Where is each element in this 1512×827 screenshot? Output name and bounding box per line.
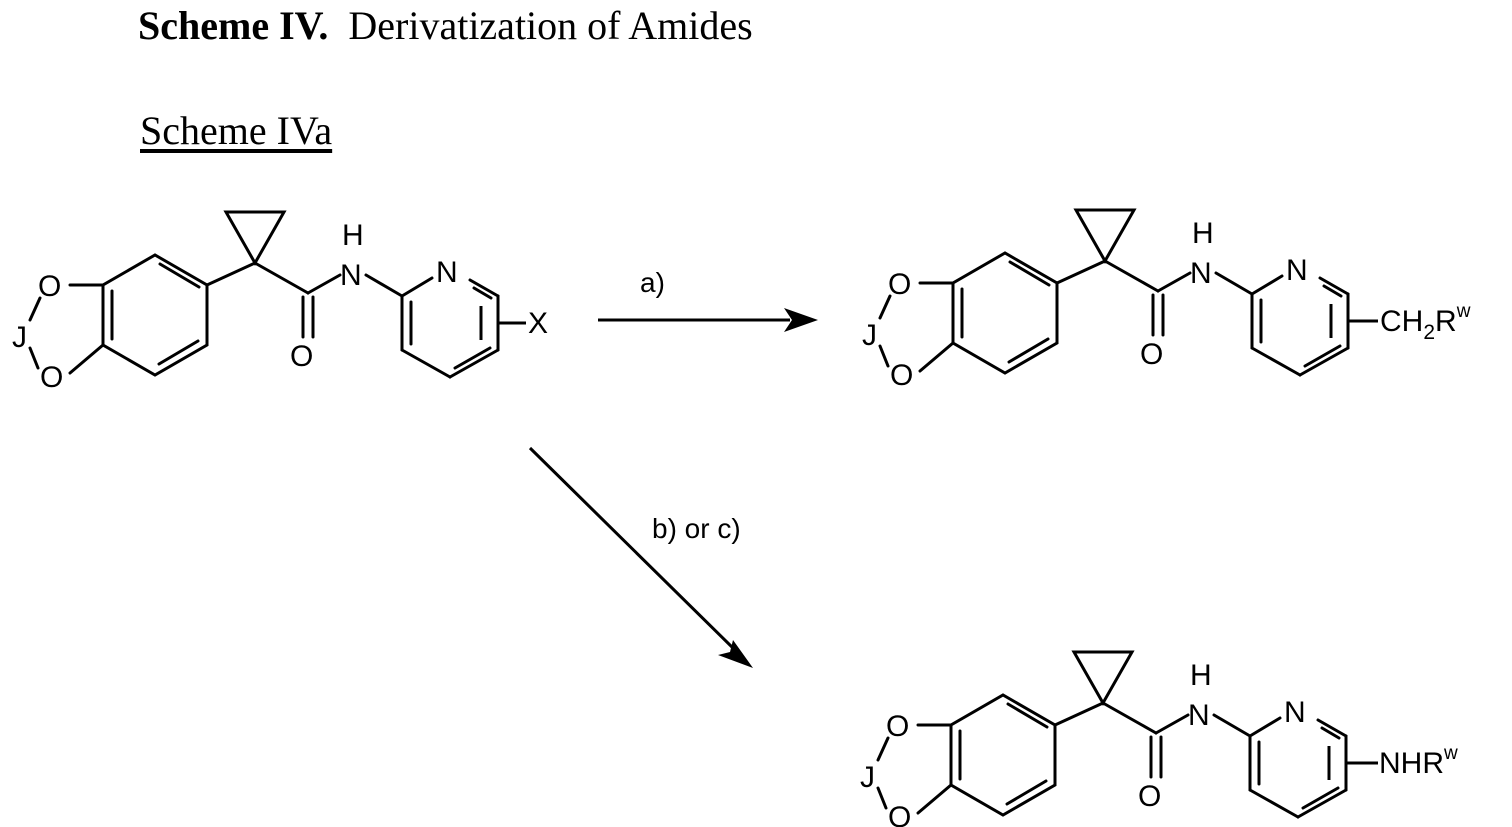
arrow-bc-shaft xyxy=(530,448,735,650)
reaction-arrow-bc: b) or c) xyxy=(530,448,753,668)
condition-bc-label: b) or c) xyxy=(652,513,741,544)
starting-material: X xyxy=(12,212,548,394)
ch2rw-r: R xyxy=(1435,305,1457,338)
arrow-bc-head xyxy=(718,640,753,668)
substituent-nhrw: NHRw xyxy=(1379,743,1458,780)
substituent-x: X xyxy=(528,307,548,340)
reaction-arrow-a: a) xyxy=(598,267,818,332)
product-a: CH2Rw xyxy=(862,210,1471,392)
nhrw-superscript: w xyxy=(1443,743,1458,764)
ch2rw-superscript: w xyxy=(1456,301,1471,322)
product-b: NHRw xyxy=(860,652,1458,827)
condition-a-label: a) xyxy=(640,267,665,298)
ch2rw-ch: CH xyxy=(1380,305,1423,338)
nhrw-nhr: NHR xyxy=(1379,747,1444,780)
substituent-ch2rw: CH2Rw xyxy=(1380,301,1471,344)
ch2rw-subscript: 2 xyxy=(1423,321,1435,344)
